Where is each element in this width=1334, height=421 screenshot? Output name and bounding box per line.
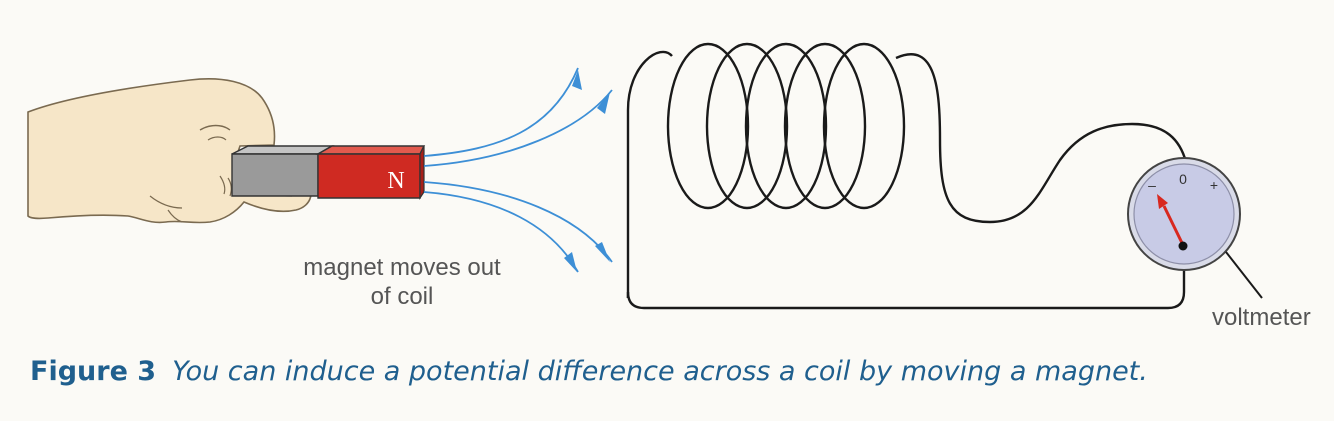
magnet-pole-label: N: [387, 168, 404, 194]
voltmeter-zero-mark: 0: [1179, 171, 1187, 187]
voltmeter-needle: [1162, 205, 1185, 246]
field-lines: [423, 67, 613, 273]
figure-number: Figure 3: [30, 356, 157, 387]
field-line-arrows: [564, 70, 610, 272]
voltmeter: – 0 +: [1127, 157, 1263, 299]
voltmeter-minus-sign: –: [1148, 177, 1156, 193]
voltmeter-plus-sign: +: [1210, 177, 1218, 193]
voltmeter-label: voltmeter: [1212, 304, 1311, 331]
voltmeter-dial-face: [1133, 163, 1235, 265]
magnet-motion-label: magnet moves out of coil: [252, 253, 552, 311]
figure-caption: Figure 3 You can induce a potential diffe…: [30, 356, 1148, 387]
needle-pivot: [1178, 241, 1188, 251]
north-pole: [317, 153, 421, 199]
magnet-label-line-1: magnet moves out: [303, 254, 501, 281]
bar-magnet: N: [231, 145, 426, 200]
voltmeter-pointer-line: [1225, 251, 1263, 299]
figure-caption-text: You can induce a potential difference ac…: [172, 356, 1148, 387]
wire-coil: [626, 42, 1188, 310]
needle-tip-icon: [1157, 194, 1168, 209]
magnet-label-line-2: of coil: [370, 283, 434, 310]
